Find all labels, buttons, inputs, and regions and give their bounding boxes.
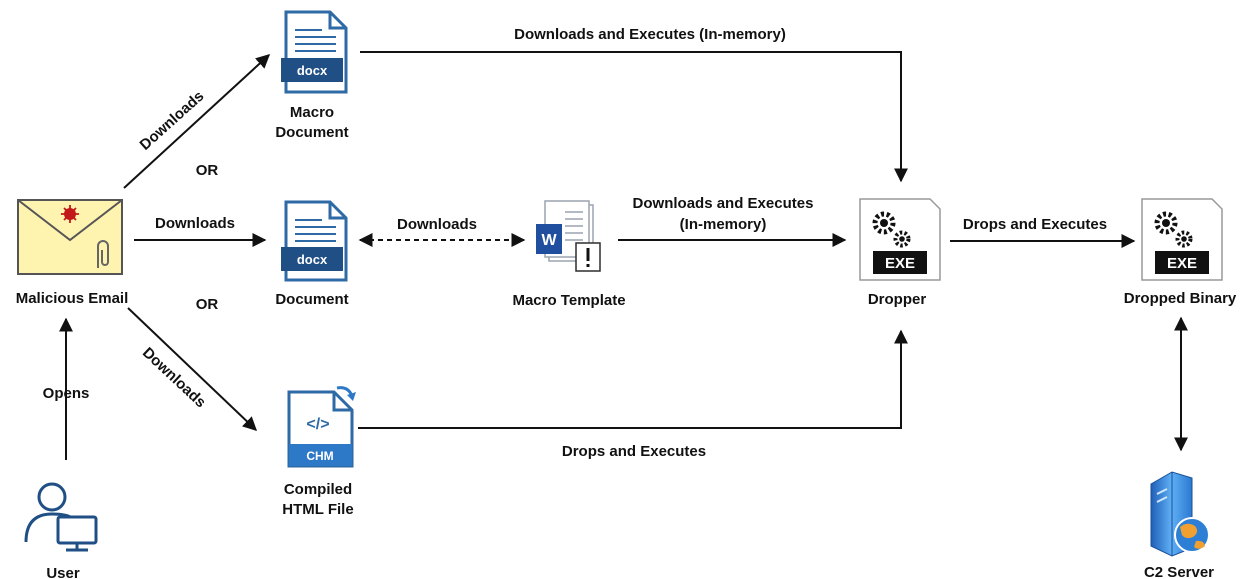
node-label-chm-2: HTML File — [282, 501, 353, 518]
code-tag-text: </> — [306, 416, 329, 433]
edge-macro-doc-dropper — [360, 51, 908, 183]
node-label-dropper: Dropper — [868, 291, 927, 308]
node-label-macro-document-2: Document — [275, 124, 348, 141]
exe-file-icon: EXE — [1141, 198, 1223, 281]
chm-badge-text: CHM — [306, 449, 333, 463]
node-label-macro-template: Macro Template — [512, 292, 625, 309]
node-label-c2-server: C2 Server — [1144, 564, 1214, 579]
malware-seal-icon — [61, 205, 79, 223]
edge-email-chm — [127, 307, 258, 431]
server-globe-icon — [1150, 471, 1210, 557]
or-label-top: OR — [196, 162, 219, 179]
word-template-icon: W — [536, 200, 601, 272]
node-label-chm-1: Compiled — [284, 481, 352, 498]
docx-badge-text: docx — [297, 252, 328, 267]
edge-label-document-template: Downloads — [397, 216, 477, 233]
exe-badge-text: EXE — [1167, 255, 1197, 272]
globe-icon — [1174, 517, 1210, 553]
word-badge-text: W — [541, 232, 557, 249]
edge-label-email-chm: Downloads — [139, 344, 209, 411]
docx-file-icon: docx — [281, 200, 348, 282]
docx-file-icon: docx — [281, 10, 348, 94]
exe-badge-text: EXE — [885, 255, 915, 272]
edge-label-template-dropper-1: Downloads and Executes — [633, 195, 814, 212]
node-label-document: Document — [275, 291, 348, 308]
node-label-malicious-email: Malicious Email — [16, 290, 129, 307]
or-label-bottom: OR — [196, 296, 219, 313]
node-label-dropped-binary: Dropped Binary — [1124, 290, 1237, 307]
edge-label-chm-dropper: Drops and Executes — [562, 443, 706, 460]
docx-badge-text: docx — [297, 63, 328, 78]
exe-file-icon: EXE — [859, 198, 941, 281]
gears-icon — [1154, 211, 1193, 248]
edge-label-user-email: Opens — [43, 385, 90, 402]
paperclip-icon — [97, 240, 109, 268]
edge-label-macro-doc-dropper: Downloads and Executes (In-memory) — [514, 26, 786, 43]
chm-file-icon: </> CHM — [287, 386, 356, 468]
envelope-icon — [17, 199, 123, 275]
node-label-macro-document-1: Macro — [290, 104, 334, 121]
gears-icon — [872, 211, 911, 248]
edge-label-template-dropper-2: (In-memory) — [680, 216, 767, 233]
edge-label-dropper-binary: Drops and Executes — [963, 216, 1107, 233]
monitor-icon — [56, 515, 98, 552]
warning-icon — [575, 242, 601, 272]
user-icon — [24, 482, 98, 552]
edge-chm-dropper — [358, 329, 908, 429]
edge-label-email-document: Downloads — [155, 215, 235, 232]
edge-email-macro-doc — [123, 54, 271, 189]
node-label-user: User — [46, 565, 80, 579]
